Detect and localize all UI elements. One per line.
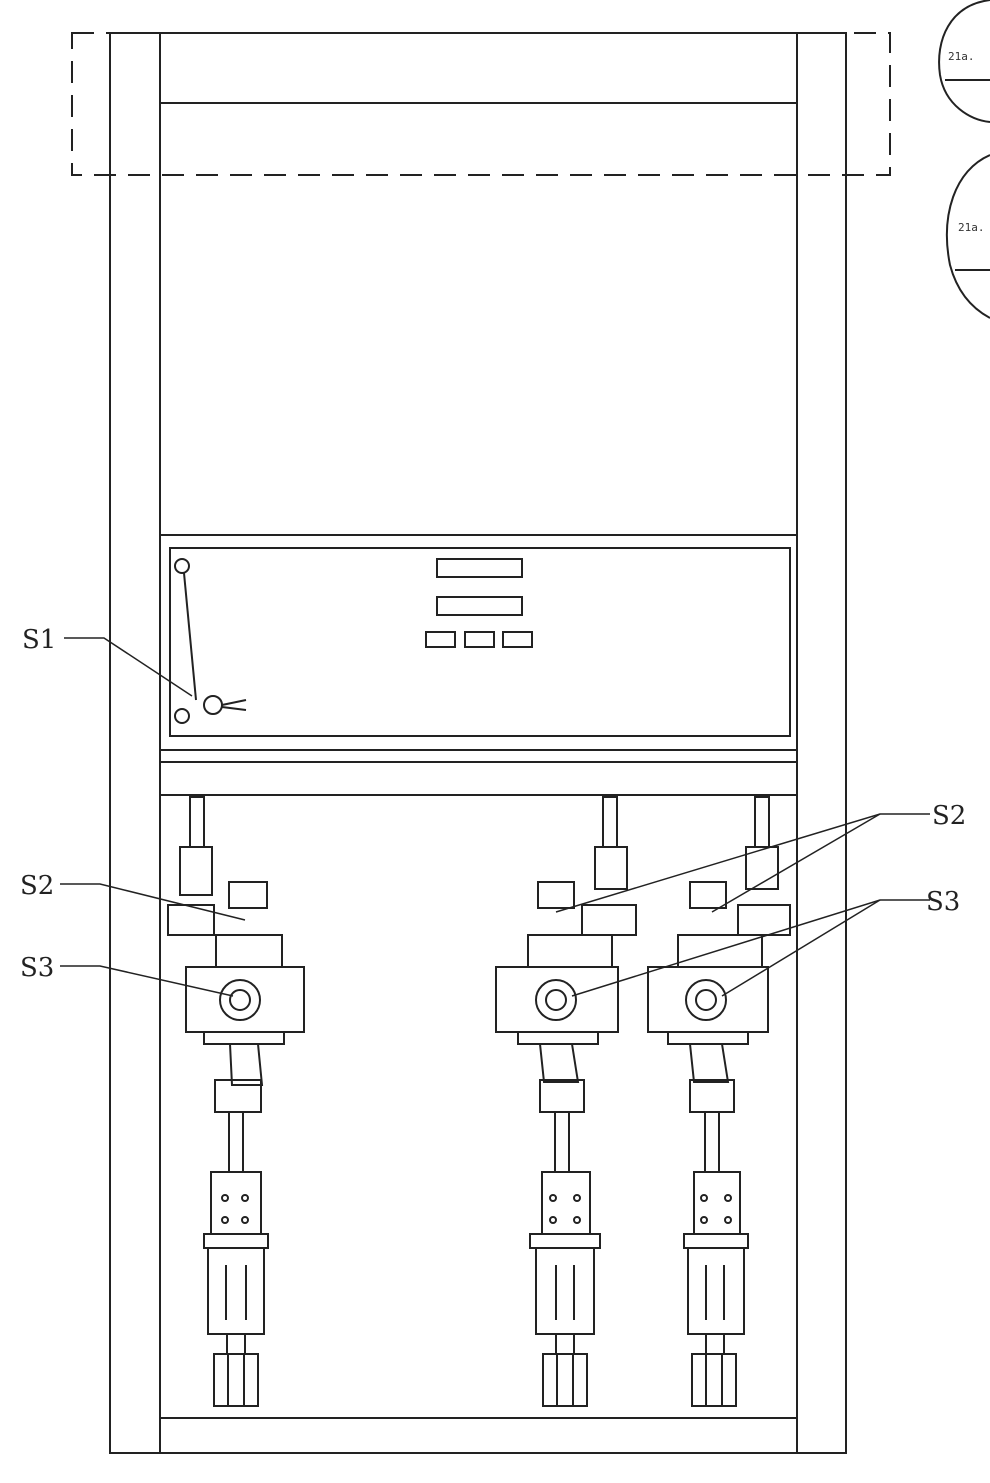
pressure-gauge-icon (219, 979, 261, 1021)
key-3 (502, 631, 533, 648)
control-panel (159, 534, 798, 796)
pipe-unit-right (647, 796, 791, 1407)
pressure-gauge-icon (685, 979, 727, 1021)
switch-s1-knob (203, 695, 223, 715)
display-window-upper (436, 558, 523, 578)
display-window-lower (436, 596, 523, 616)
label-s3-left: S3 (20, 953, 54, 983)
outer-frame (109, 32, 847, 1454)
corner-text-top: 21a. (948, 50, 975, 63)
screw-icon-bottom (174, 708, 190, 724)
pipe-unit-left (167, 796, 305, 1407)
corner-text-bottom: 21a. (958, 221, 985, 234)
label-s2-left: S2 (20, 871, 54, 901)
label-s1: S1 (22, 625, 56, 655)
key-2 (464, 631, 495, 648)
leader-lines (60, 637, 930, 997)
corner-circle-top (938, 0, 990, 123)
key-1 (425, 631, 456, 648)
pipe-unit-middle (495, 796, 637, 1407)
screw-icon-top (174, 558, 190, 574)
pressure-gauge-icon (535, 979, 577, 1021)
label-s2-right: S2 (932, 801, 966, 831)
corner-circle-bottom (946, 154, 990, 319)
label-s3-right: S3 (926, 887, 960, 917)
